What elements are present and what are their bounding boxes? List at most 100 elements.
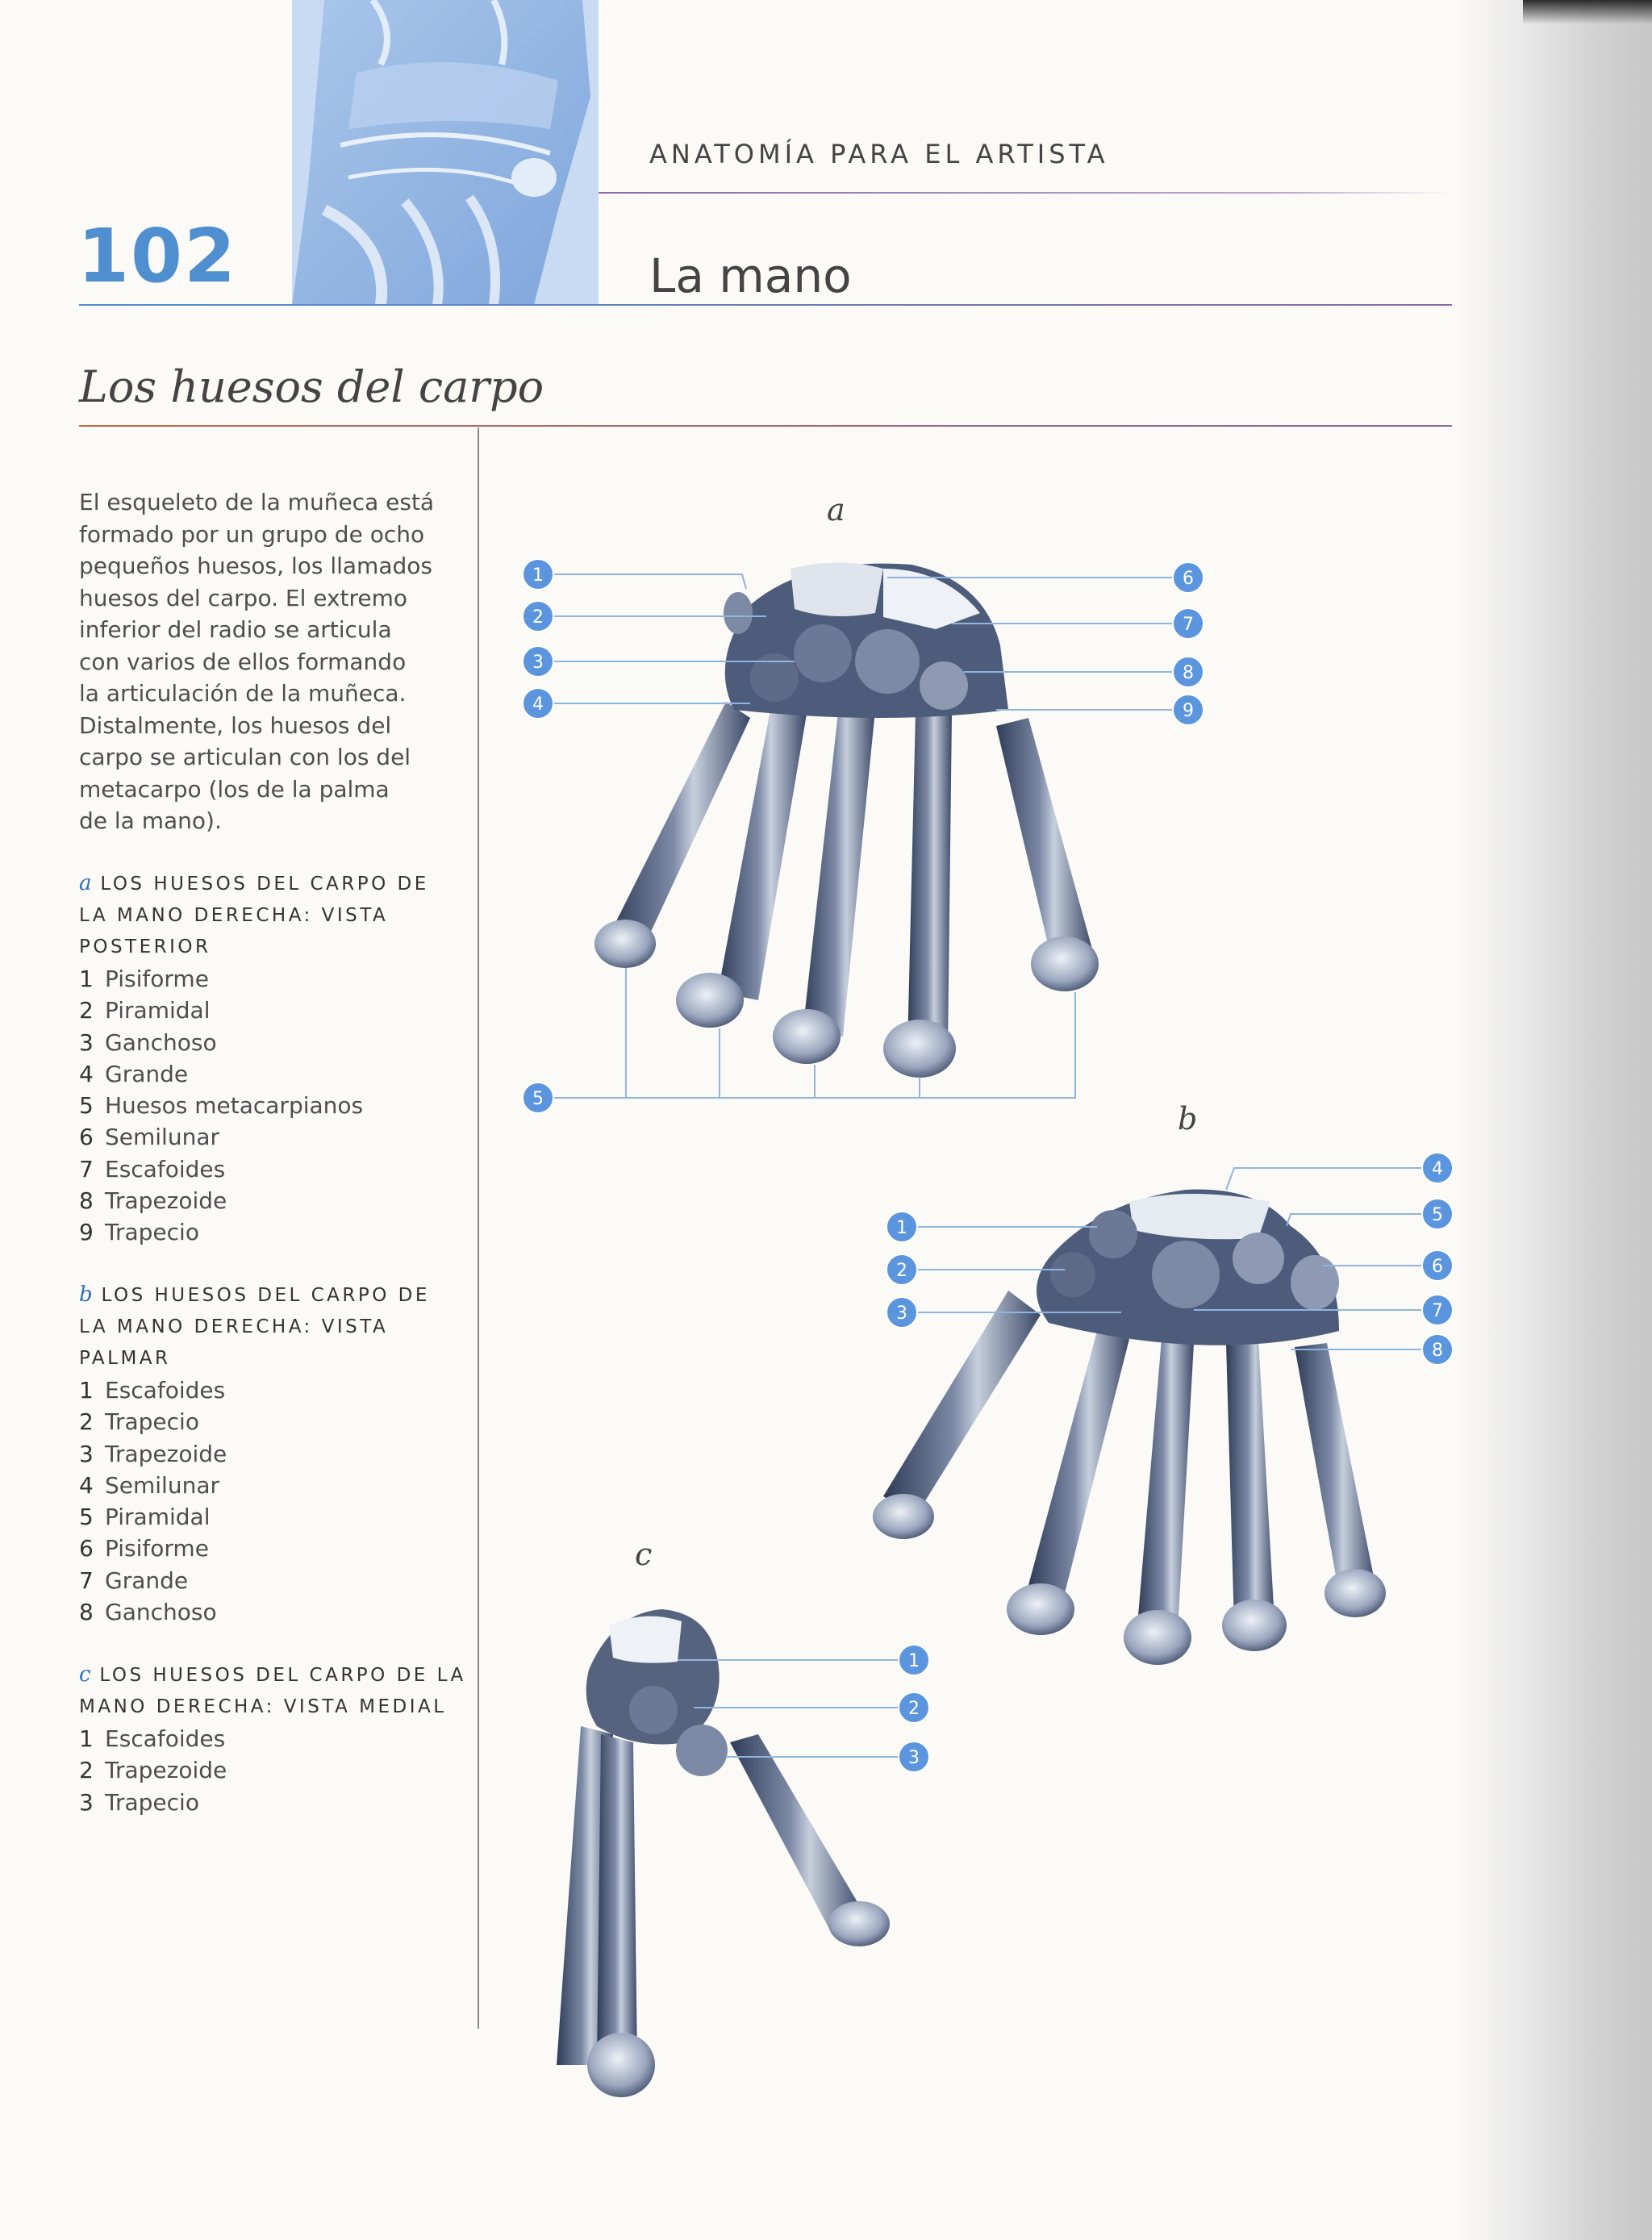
legend-item: 3 Trapezoide <box>79 1438 466 1470</box>
legend-label: Escafoides <box>105 1725 226 1752</box>
marker-b-3: 3 <box>886 1296 918 1329</box>
legend-number: 8 <box>79 1599 94 1626</box>
legend-number: 3 <box>79 1440 94 1467</box>
legend-b: b LOS HUESOS DEL CARPO DE LA MANO DERECH… <box>79 1279 466 1628</box>
legend-item: 8 Trapezoide <box>79 1185 466 1216</box>
legend-number: 8 <box>79 1187 94 1215</box>
marker-b-7: 7 <box>1421 1294 1454 1326</box>
legend-number: 1 <box>79 966 94 992</box>
figure-a-markers: 1 2 3 4 5 6 7 8 9 <box>522 558 1204 1114</box>
marker-label: 3 <box>896 1304 907 1324</box>
legend-label: Trapezoide <box>105 1187 227 1215</box>
header-hand-illustration <box>292 0 599 305</box>
legend-label: Pisiforme <box>105 966 209 992</box>
marker-label: 2 <box>532 607 544 628</box>
marker-a-3: 3 <box>522 645 554 678</box>
legend-item: 3 Ganchoso <box>79 1027 466 1058</box>
legend-number: 3 <box>79 1028 94 1056</box>
legend-a-letter: a <box>79 871 92 895</box>
legend-a-heading: a LOS HUESOS DEL CARPO DE LA MANO DERECH… <box>79 868 466 963</box>
legend-label: Trapecio <box>105 1408 199 1436</box>
legend-item: 6 Semilunar <box>79 1121 466 1153</box>
marker-b-2: 2 <box>886 1253 918 1286</box>
legend-item: 2 Trapecio <box>79 1406 466 1437</box>
marker-c-3: 3 <box>898 1741 930 1773</box>
marker-label: 2 <box>908 1699 920 1719</box>
legend-number: 7 <box>79 1566 94 1594</box>
marker-label: 4 <box>532 695 544 715</box>
marker-b-4: 4 <box>1421 1152 1454 1184</box>
legend-label: Grande <box>105 1060 189 1087</box>
column-divider <box>478 428 479 2029</box>
figure-b-letter: b <box>1178 1101 1198 1137</box>
legend-a: a LOS HUESOS DEL CARPO DE LA MANO DERECH… <box>79 868 466 1249</box>
figure-a: 1 2 3 4 5 6 7 8 9 <box>522 558 1204 1114</box>
legend-b-title: LOS HUESOS DEL CARPO DE LA MANO DERECHA:… <box>79 1285 430 1369</box>
legend-item: 1 Pisiforme <box>79 963 466 995</box>
marker-label: 6 <box>1432 1257 1443 1277</box>
marker-label: 6 <box>1183 569 1194 589</box>
marker-a-4: 4 <box>522 687 554 720</box>
legend-number: 3 <box>79 1788 94 1816</box>
legend-label: Trapecio <box>105 1788 199 1816</box>
marker-label: 1 <box>532 565 544 586</box>
figure-c-letter: c <box>635 1537 653 1572</box>
marker-label: 4 <box>1432 1159 1443 1179</box>
legend-label: Escafoides <box>105 1377 226 1404</box>
legend-label: Semilunar <box>105 1124 219 1151</box>
marker-label: 8 <box>1183 663 1194 683</box>
legend-b-letter: b <box>79 1283 93 1307</box>
legend-item: 1 Escafoides <box>79 1723 466 1754</box>
legend-number: 5 <box>79 1092 94 1120</box>
figure-b-markers: 1 2 3 4 5 6 7 8 <box>886 1152 1454 1366</box>
legend-number: 1 <box>79 1725 94 1752</box>
legend-label: Trapezoide <box>105 1757 227 1784</box>
chapter-title: La mano <box>649 248 852 303</box>
legend-item: 4 Grande <box>79 1058 466 1090</box>
legend-number: 4 <box>79 1060 94 1087</box>
legend-label: Trapecio <box>105 1219 199 1246</box>
marker-a-8: 8 <box>1172 656 1204 688</box>
marker-label: 1 <box>896 1218 907 1238</box>
figure-b: 1 2 3 4 5 6 7 8 <box>873 1152 1454 1665</box>
legend-number: 2 <box>79 997 94 1024</box>
marker-b-1: 1 <box>886 1211 918 1243</box>
legend-label: Ganchoso <box>105 1028 217 1056</box>
legend-label: Semilunar <box>105 1471 219 1499</box>
figure-a-carpals <box>724 562 1008 718</box>
legend-item: 4 Semilunar <box>79 1470 466 1501</box>
marker-label: 7 <box>1183 615 1194 635</box>
marker-a-5: 5 <box>522 1082 554 1114</box>
marker-label: 1 <box>908 1651 920 1671</box>
page-number: 102 <box>77 213 238 299</box>
page-gutter-shadow <box>1452 0 1652 2240</box>
figure-c-markers: 1 2 3 <box>898 1644 930 1773</box>
marker-label: 7 <box>1432 1301 1443 1321</box>
marker-a-1: 1 <box>522 558 554 590</box>
figure-a-leader-lines <box>538 574 1188 1099</box>
figure-a-metacarpals <box>594 702 1099 1078</box>
legend-number: 4 <box>79 1471 94 1499</box>
legend-label: Piramidal <box>105 997 211 1024</box>
marker-a-2: 2 <box>522 600 554 632</box>
legend-label: Trapezoide <box>105 1440 227 1467</box>
legend-label: Piramidal <box>105 1504 211 1531</box>
figure-c: 1 2 3 <box>557 1609 930 2097</box>
section-rule <box>79 425 1452 427</box>
marker-b-5: 5 <box>1421 1198 1454 1230</box>
legend-label: Escafoides <box>105 1155 226 1183</box>
marker-b-8: 8 <box>1421 1333 1454 1366</box>
page-edge-shadow <box>1523 0 1652 24</box>
legend-c: c LOS HUESOS DEL CARPO DE LA MANO DERECH… <box>79 1659 466 1818</box>
legend-number: 2 <box>79 1408 94 1436</box>
legend-number: 6 <box>79 1124 94 1151</box>
marker-label: 9 <box>1183 701 1194 721</box>
legend-c-title: LOS HUESOS DEL CARPO DE LA MANO DERECHA:… <box>79 1665 466 1717</box>
legend-c-letter: c <box>79 1662 91 1687</box>
